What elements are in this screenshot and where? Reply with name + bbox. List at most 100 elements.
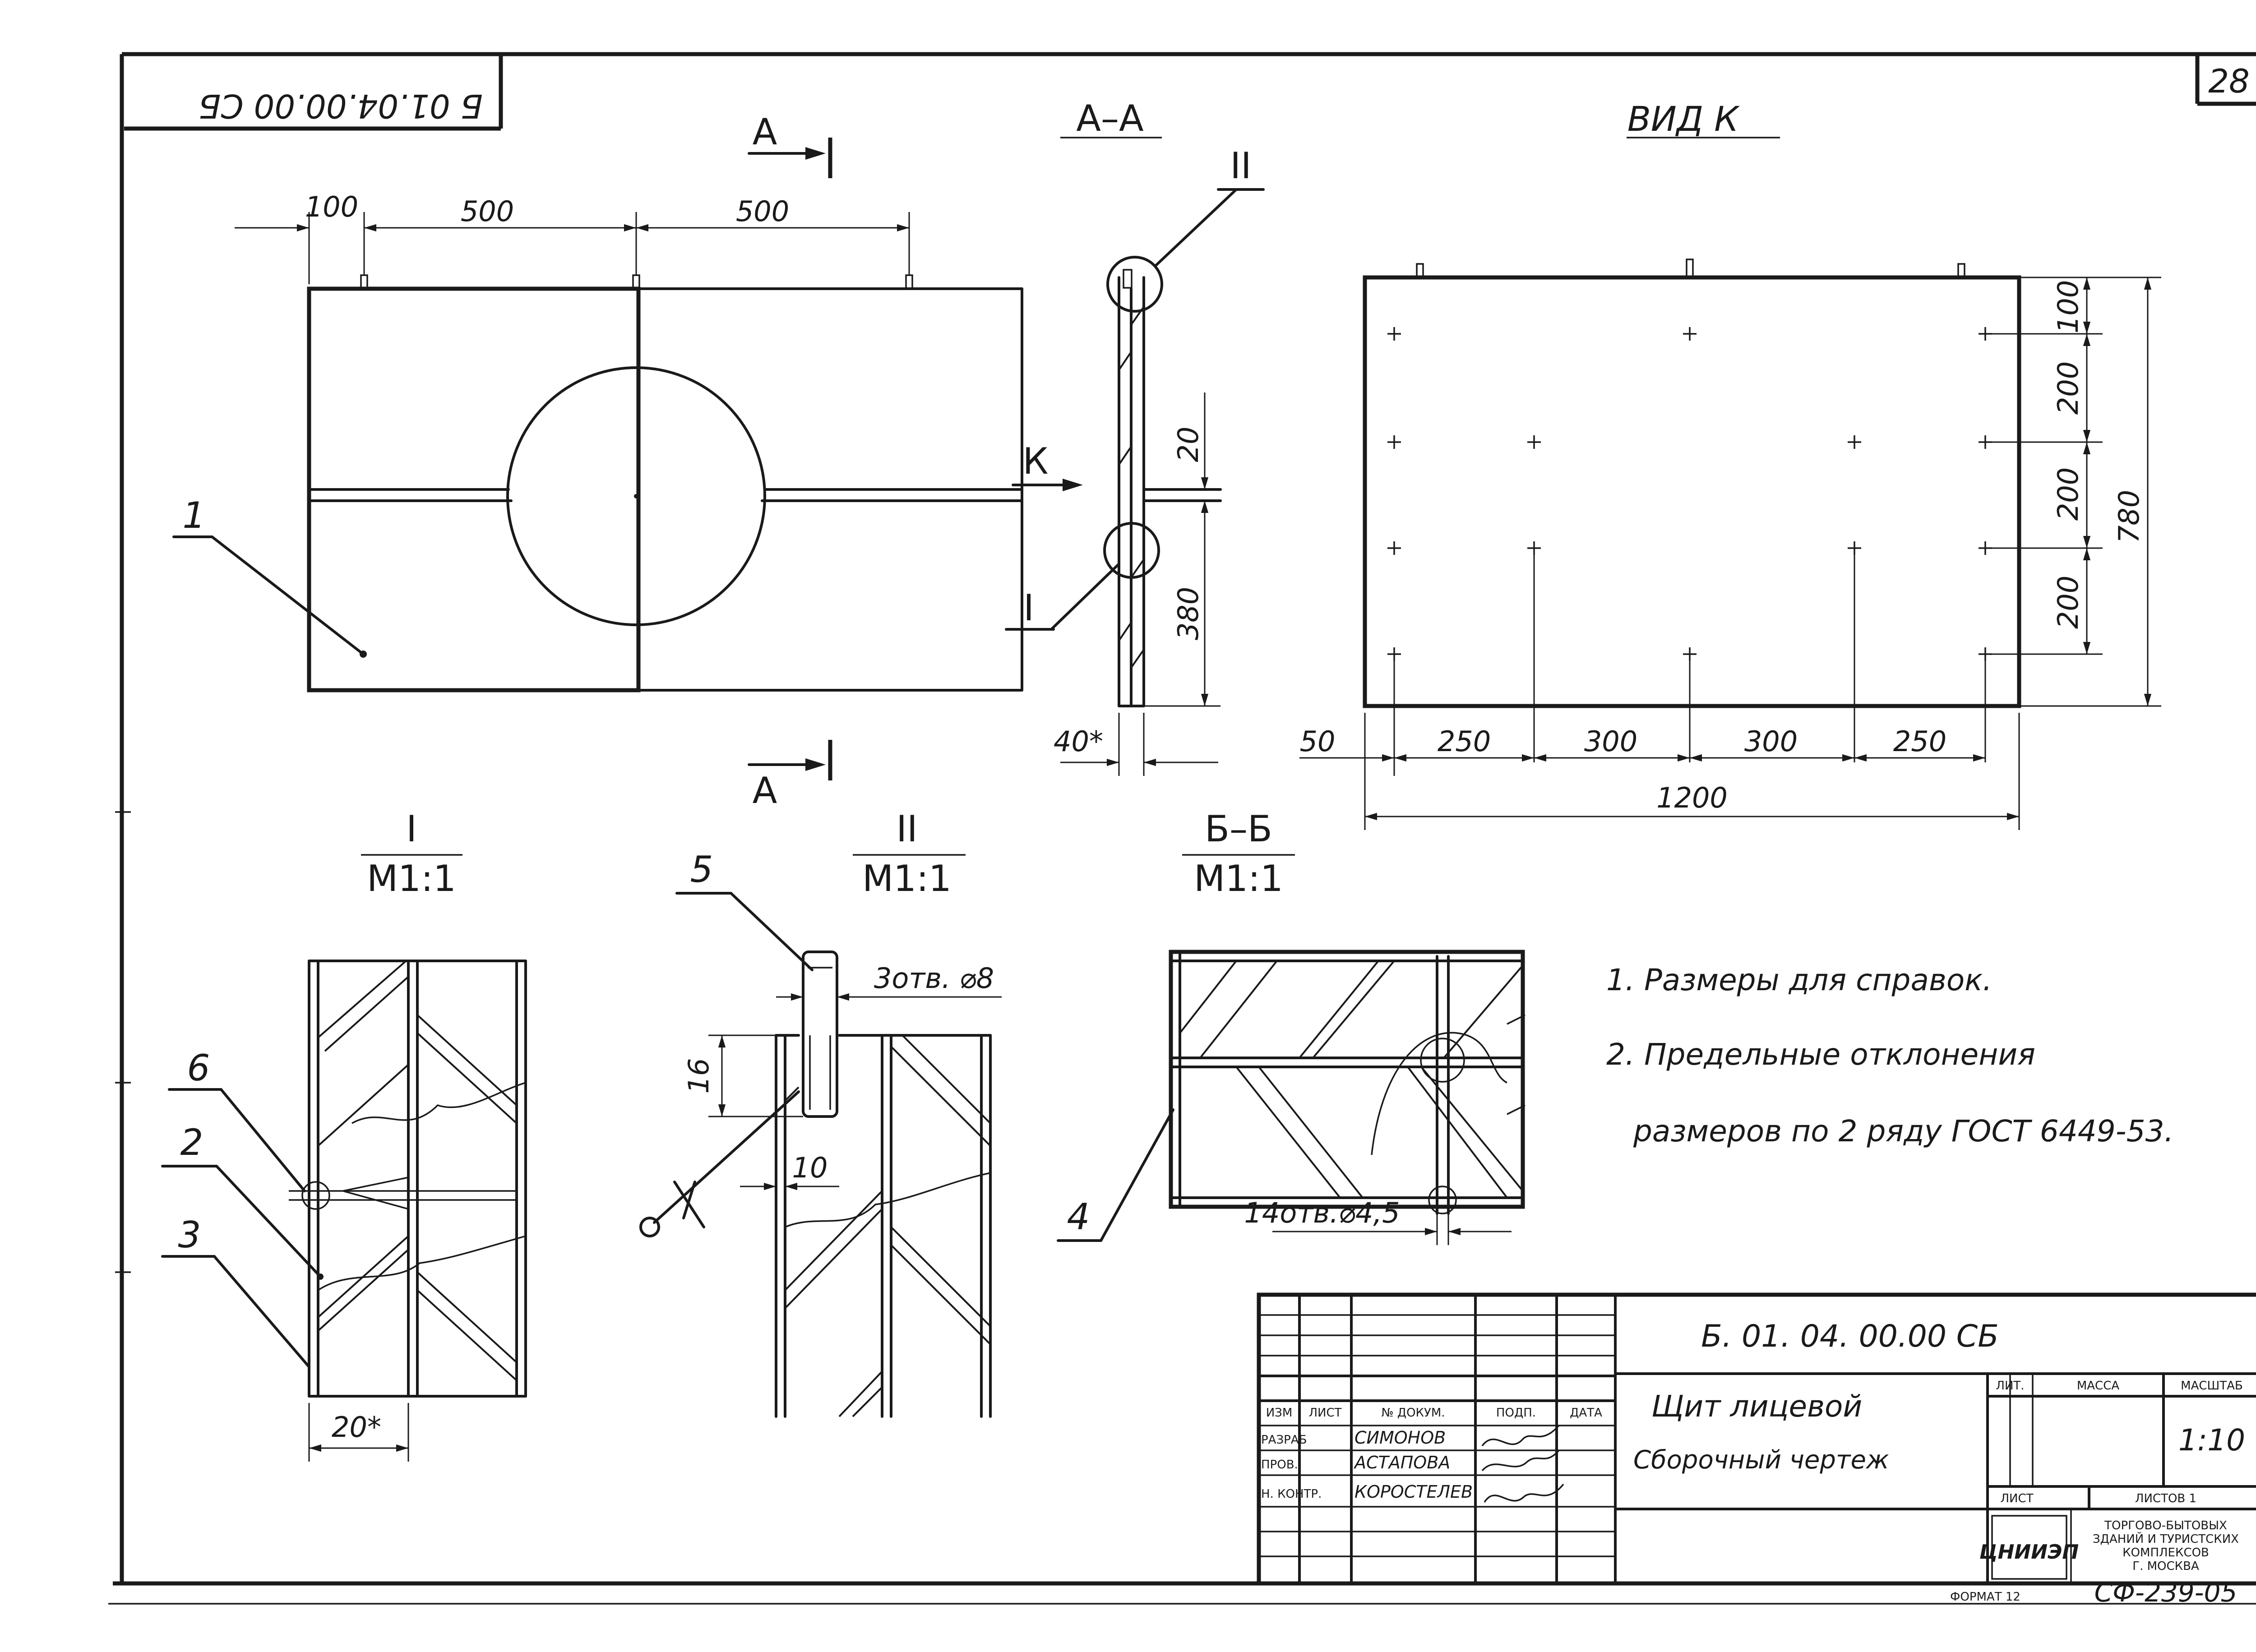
section-aa <box>1103 256 1222 707</box>
section-a-markers <box>748 138 832 780</box>
dim-k-300a: 300 <box>1584 725 1637 758</box>
pos-4-leader <box>1057 1108 1174 1242</box>
dim-k-300b: 300 <box>1744 725 1798 758</box>
dim-k-100: 100 <box>2052 280 2085 333</box>
section-aa-title: А–А <box>1076 97 1144 139</box>
dim-500b: 500 <box>736 195 789 228</box>
dim-aa-40: 40* <box>1054 725 1103 758</box>
org-logo-frame <box>1991 1515 2067 1580</box>
sheet-number: 28 <box>2208 62 2250 100</box>
dim-bb-holes: 14отв.⌀4,5 <box>1244 1196 1400 1229</box>
pos-1-leader <box>172 535 367 658</box>
signatures <box>1481 1425 1564 1503</box>
tb-massa: МАССА <box>2077 1379 2120 1393</box>
pos-2: 2 <box>180 1121 203 1163</box>
org-line1: ТОРГОВО-БЫТОВЫХ <box>2104 1519 2227 1532</box>
section-bb <box>1169 950 1526 1215</box>
tb-col-izm: ИЗМ <box>1266 1406 1293 1420</box>
dim-d1-20: 20* <box>332 1411 381 1444</box>
dim-k-250a: 250 <box>1438 725 1491 758</box>
pos-1: 1 <box>183 494 206 536</box>
pos-5: 5 <box>690 849 713 891</box>
detail-ii <box>775 951 992 1418</box>
note-2: 2. Предельные отклонения <box>1606 1037 2035 1072</box>
tb-name-line1: Щит лицевой <box>1651 1389 1862 1424</box>
dim-k-200a: 200 <box>2052 361 2085 415</box>
front-view <box>307 274 1023 692</box>
dim-d2-16: 16 <box>682 1058 715 1094</box>
pos-4: 4 <box>1067 1196 1090 1238</box>
detail-i-dims <box>308 1403 409 1462</box>
detail-ii-dims <box>708 993 1002 1191</box>
archive-code: СФ-239-05 <box>2094 1577 2238 1608</box>
org-logo: ЦНИИЭП <box>1979 1541 2079 1564</box>
dim-500a: 500 <box>461 195 514 228</box>
callout-ii-leader <box>1154 188 1265 268</box>
section-a-bottom-label: А <box>753 770 777 812</box>
tb-col-date: ДАТА <box>1570 1406 1602 1420</box>
title-block <box>1257 1292 2256 1586</box>
tb-name-prov: АСТАПОВА <box>1353 1453 1450 1472</box>
org-line3: КОМПЛЕКСОВ <box>2122 1546 2209 1560</box>
note-1: 1. Размеры для справок. <box>1606 963 1992 997</box>
detail-ii-scale: М1:1 <box>862 858 952 900</box>
detail-i-title: I <box>406 808 417 850</box>
tb-name-razrab: СИМОНОВ <box>1355 1428 1446 1448</box>
weld-symbol <box>639 1090 800 1237</box>
section-bb-title: Б–Б <box>1205 808 1272 850</box>
view-k-bottom-dims <box>1299 713 2020 830</box>
view-k-arrow <box>1012 479 1083 491</box>
dim-d2-holes: 3отв. ⌀8 <box>874 962 994 995</box>
note-3: размеров по 2 ряду ГОСТ 6449-53. <box>1633 1114 2174 1149</box>
section-a-top-label: А <box>753 111 777 153</box>
sheet-format: ФОРМАТ 12 <box>1950 1590 2020 1604</box>
dim-k-780: 780 <box>2113 490 2145 543</box>
section-aa-dims <box>1060 392 1220 776</box>
tb-designation: Б. 01. 04. 00.00 СБ <box>1701 1319 1999 1354</box>
detail-i <box>289 960 527 1398</box>
dim-d2-10: 10 <box>792 1151 828 1184</box>
pos-3: 3 <box>178 1214 201 1256</box>
tb-scale-value: 1:10 <box>2178 1423 2245 1458</box>
detail-ii-title: II <box>896 808 917 850</box>
org-line4: Г. МОСКВА <box>2132 1560 2199 1573</box>
detail-i-scale: М1:1 <box>367 858 456 900</box>
view-k-arrow-label: К <box>1023 440 1049 482</box>
sheet-frame <box>108 52 2256 1605</box>
view-k-fastener-marks <box>1387 327 1992 776</box>
dim-k-200c: 200 <box>2052 576 2085 629</box>
dim-k-50: 50 <box>1300 725 1336 758</box>
dim-aa-380: 380 <box>1172 587 1205 640</box>
pos-6: 6 <box>187 1047 210 1089</box>
tb-lit: ЛИТ. <box>1996 1379 2024 1393</box>
pos-6-leader <box>168 1088 306 1192</box>
front-view-top-dims <box>235 212 910 284</box>
pos-5-leader <box>675 892 814 971</box>
view-k-title: ВИД К <box>1627 99 1740 139</box>
tb-masshtab: МАСШТАБ <box>2181 1379 2243 1393</box>
tb-listov: ЛИСТОВ 1 <box>2135 1492 2196 1505</box>
tb-col-podp: ПОДП. <box>1496 1406 1536 1420</box>
dim-aa-20: 20 <box>1172 427 1205 462</box>
tb-name-nkontr: КОРОСТЕЛЕВ <box>1355 1482 1473 1502</box>
mirrored-code: Б 01.04.00.00 СБ <box>199 87 483 125</box>
org-line2: ЗДАНИЙ И ТУРИСТСКИХ <box>2093 1532 2239 1546</box>
tb-row-nkontr: Н. КОНТР. <box>1261 1487 1322 1501</box>
pos-2-leader <box>161 1165 324 1280</box>
callout-ii: II <box>1230 145 1251 187</box>
tb-col-list: ЛИСТ <box>1308 1406 1341 1420</box>
dim-k-250b: 250 <box>1893 725 1946 758</box>
dim-k-1200: 1200 <box>1656 781 1728 814</box>
callout-i-leader <box>1005 563 1120 631</box>
tb-name-line2: Сборочный чертеж <box>1633 1445 1889 1475</box>
section-bb-scale: М1:1 <box>1194 858 1283 900</box>
view-k <box>1363 258 2021 708</box>
pos-3-leader <box>161 1255 310 1368</box>
tb-row-prov: ПРОВ. <box>1261 1458 1298 1472</box>
tb-col-doc: № ДОКУМ. <box>1381 1406 1445 1420</box>
view-k-right-dims <box>1992 277 2161 707</box>
section-bb-dims <box>1272 1214 1512 1245</box>
dim-k-200b: 200 <box>2052 467 2085 521</box>
callout-i: I <box>1023 587 1034 629</box>
